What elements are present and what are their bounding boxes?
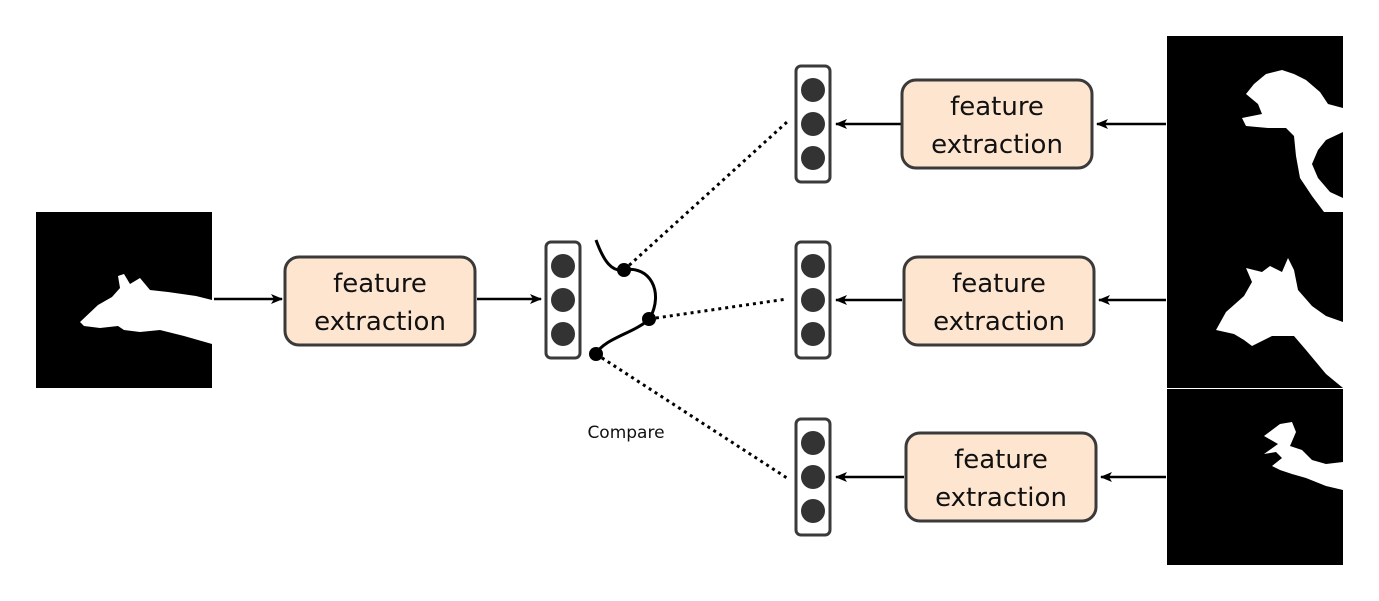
compare-label: Compare: [587, 423, 664, 443]
distance-line-top: [622, 120, 789, 272]
gallery-feature-extraction-box-2: feature extraction: [902, 255, 1096, 347]
feature-label: feature: [333, 269, 427, 299]
gallery-feature-vector-2: [794, 240, 832, 360]
gallery-hand-shadow-image-2: [1167, 212, 1343, 388]
gallery-hand-shadow-image-1: [1167, 36, 1343, 212]
compare-curve: [589, 239, 657, 361]
gallery-feature-extraction-box-1: feature extraction: [900, 78, 1094, 170]
feature-label: feature: [952, 269, 1046, 299]
gallery-feature-vector-3: [794, 417, 832, 537]
query-feature-vector: [544, 240, 582, 360]
gallery-hand-shadow-image-3: [1167, 389, 1343, 565]
gallery-feature-extraction-box-3: feature extraction: [904, 431, 1098, 523]
gallery-feature-vector-1: [794, 64, 832, 184]
query-hand-shadow-image: [36, 212, 212, 388]
distance-line-bottom: [595, 352, 788, 480]
extraction-label: extraction: [314, 307, 446, 337]
query-feature-extraction-box: feature extraction: [283, 255, 477, 347]
extraction-label: extraction: [933, 307, 1065, 337]
extraction-label: extraction: [931, 130, 1063, 160]
feature-label: feature: [954, 445, 1048, 475]
extraction-label: extraction: [935, 483, 1067, 513]
feature-label: feature: [950, 92, 1044, 122]
distance-line-middle: [648, 297, 788, 321]
